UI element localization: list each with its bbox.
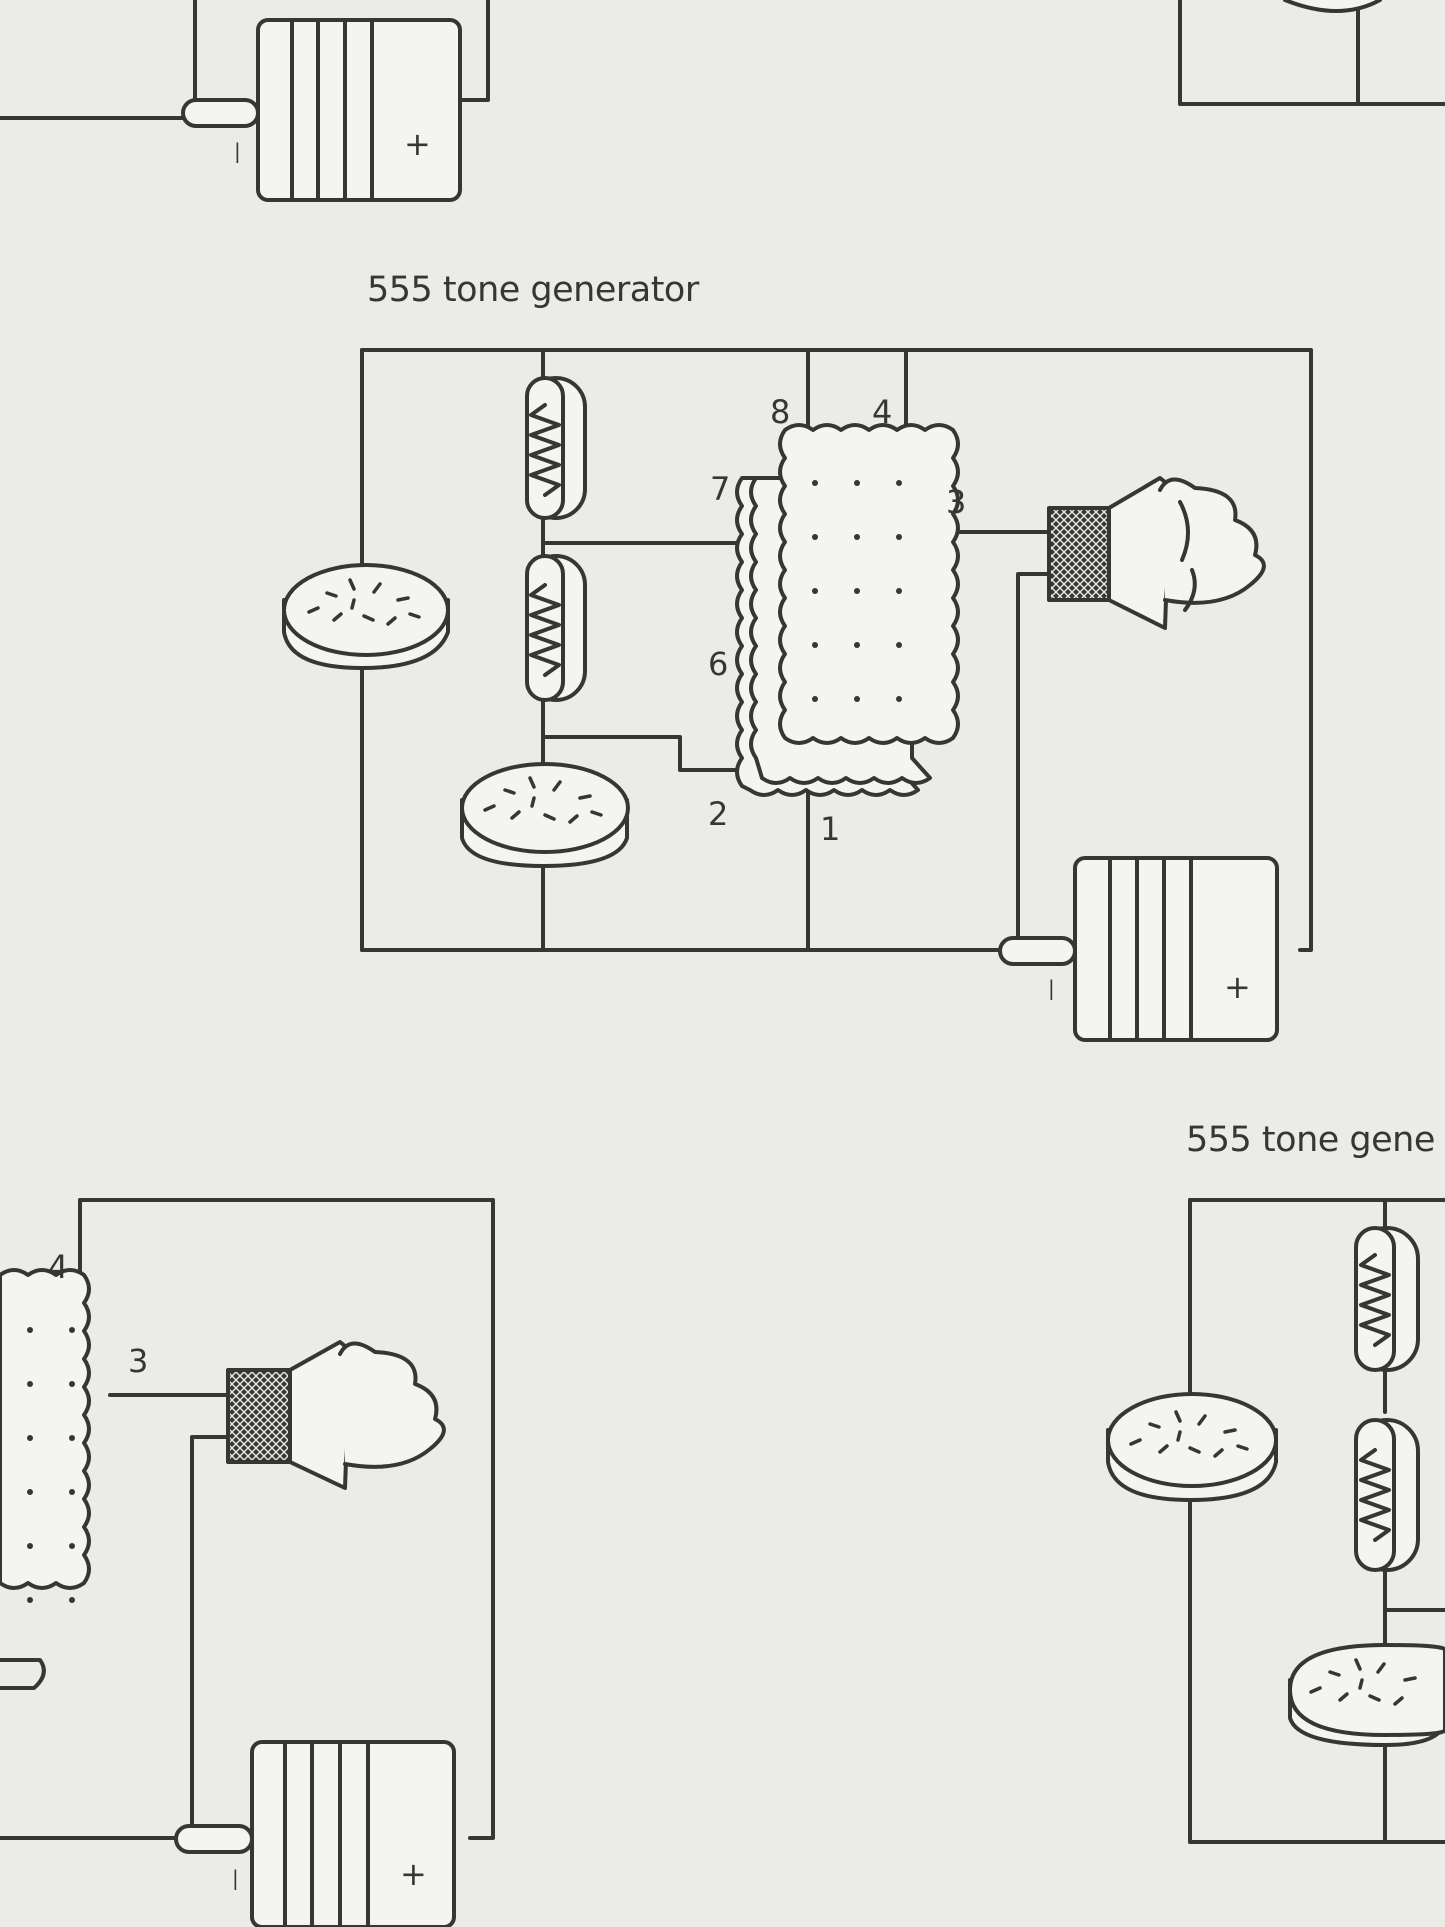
pin-label-3-partial: 3 bbox=[128, 1342, 148, 1380]
partial-circuit-top-right bbox=[1178, 0, 1445, 106]
pin-label-8: 8 bbox=[770, 393, 790, 431]
pin-labels: 8 4 7 3 6 2 1 4 3 bbox=[48, 393, 966, 1380]
partial-circuit-bottom-right bbox=[1106, 1198, 1445, 1844]
circuit-title-partial: 555 tone gene bbox=[1186, 1120, 1435, 1160]
pin-label-4-partial: 4 bbox=[48, 1248, 68, 1286]
capacitor-icon bbox=[282, 563, 450, 670]
battery-minus-label: | bbox=[1048, 976, 1055, 1000]
pin-label-2: 2 bbox=[708, 795, 728, 833]
battery-plus-label: + bbox=[1224, 968, 1251, 1006]
pin-label-4: 4 bbox=[872, 393, 892, 431]
pin-label-3: 3 bbox=[946, 483, 966, 521]
pin-label-1: 1 bbox=[820, 810, 840, 848]
pin-label-6: 6 bbox=[708, 645, 728, 683]
timer-chip-icon bbox=[735, 423, 960, 797]
chip-dots bbox=[812, 480, 902, 702]
partial-circuit-bottom-left bbox=[0, 1198, 495, 1927]
battery-plus-label: + bbox=[400, 1855, 427, 1893]
battery-minus-label: | bbox=[232, 1866, 239, 1890]
main-circuit-wires bbox=[360, 348, 1313, 952]
resistor-icon bbox=[525, 376, 587, 520]
battery-minus-label: | bbox=[234, 139, 241, 163]
resistor-icon bbox=[525, 554, 587, 702]
battery-icon bbox=[181, 18, 462, 202]
partial-circuit-top-left bbox=[0, 0, 490, 202]
pin-label-7: 7 bbox=[710, 470, 730, 508]
capacitor-icon bbox=[460, 762, 630, 868]
speaker-icon bbox=[1047, 476, 1266, 630]
battery-plus-label: + bbox=[404, 125, 431, 163]
battery-icon bbox=[998, 856, 1279, 1042]
circuit-title: 555 tone generator bbox=[367, 270, 699, 310]
